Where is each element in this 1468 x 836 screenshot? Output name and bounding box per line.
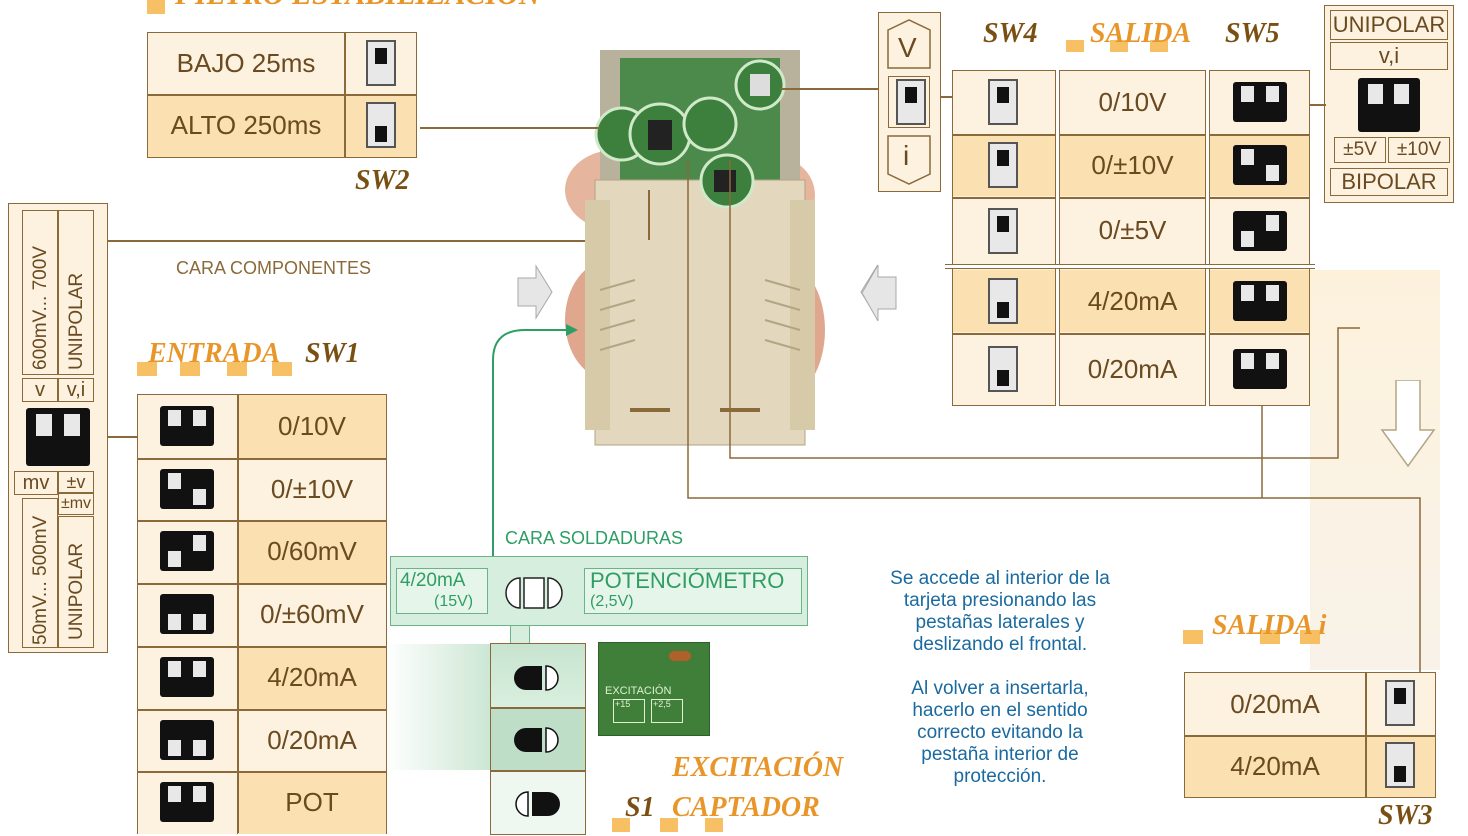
sw5-dip-switch[interactable] [1233, 145, 1287, 185]
sw1-legend-vi: v,i [58, 378, 94, 402]
sw1-label: SW1 [305, 338, 360, 369]
sw5-dip-switch[interactable] [1233, 349, 1287, 389]
entrada-row-label: POT [238, 771, 386, 834]
sw1-legend-v: v [22, 378, 58, 402]
sw4-legend-i: i [903, 140, 910, 171]
sw1-legend-pm-v: ±v [58, 471, 94, 493]
sw4-switch[interactable] [988, 208, 1018, 254]
excitacion-right-sub: (2,5V) [590, 593, 634, 610]
s1-jumper-4-20-icon [514, 665, 559, 691]
sw5-legend-bipolar: BIPOLAR [1330, 168, 1448, 196]
excitacion-left-sub: (15V) [434, 593, 474, 610]
sw1-dip-switch[interactable] [160, 594, 214, 634]
sw1-legend-bottom-left-box [22, 498, 58, 648]
sw3-label: SW3 [1378, 800, 1433, 831]
salida-row-label: 4/20mA [1060, 270, 1205, 332]
sw1-legend-pm-mv: ±mv [58, 493, 94, 515]
sw4-legend-v-shape [887, 19, 931, 69]
sw2-label: SW2 [355, 165, 410, 196]
sw5-legend-dip [1358, 78, 1420, 132]
arrow-left-icon [861, 265, 897, 321]
salida-row-label: 0/±10V [1060, 134, 1205, 196]
sw4-switch[interactable] [988, 278, 1018, 324]
s1-jumper-pot-icon [515, 791, 560, 817]
sw4-label: SW4 [983, 18, 1038, 49]
sw1-dip-switch[interactable] [160, 782, 214, 822]
sw5-legend-pm5v: ±5V [1334, 137, 1386, 163]
sw3-flow-band [1310, 270, 1440, 670]
sw1-legend-top-right-box [58, 210, 94, 375]
sw1-legend-mv: mv [14, 471, 58, 495]
cara-soldaduras-label: CARA SOLDADURAS [505, 528, 684, 548]
filtro-title: FILTRO ESTABILIZACIÓN [175, 0, 540, 12]
excitacion-title: EXCITACIÓN [672, 752, 844, 783]
sw2-switch-bajo[interactable] [366, 40, 396, 86]
excitacion-left-label: 4/20mA [400, 570, 466, 591]
sw5-legend-pm10v: ±10V [1388, 137, 1450, 163]
device-illustration [517, 50, 880, 446]
salida-row-label: 0/±5V [1060, 197, 1205, 264]
sw1-dip-switch[interactable] [160, 469, 214, 509]
excitacion-left-box [396, 568, 488, 614]
sw5-label: SW5 [1225, 18, 1280, 49]
instructions-note: Se accede al interior de la tarjeta pres… [890, 568, 1110, 787]
sw1-dip-switch[interactable] [160, 720, 214, 760]
entrada-row-label: 0/10V [238, 395, 386, 458]
entrada-row-label: 0/60mV [238, 520, 386, 583]
sw5-dip-switch[interactable] [1233, 281, 1287, 321]
sw1-legend-dip [26, 408, 90, 466]
sw5-legend-unipolar: UNIPOLAR [1330, 10, 1448, 40]
entrada-row-label: 0/±10V [238, 458, 386, 520]
salida-title: SALIDA [1090, 18, 1192, 49]
salida-i-title: SALIDA i [1212, 610, 1327, 641]
salida-row-label: 0/20mA [1060, 333, 1205, 405]
excitacion-right-box [584, 568, 802, 614]
sw4-switch[interactable] [988, 142, 1018, 188]
entrada-row-label: 0/20mA [238, 709, 386, 771]
filtro-row-alto: ALTO 250ms [148, 94, 344, 157]
s1-jumper-0-20-icon [514, 727, 559, 753]
sw4-legend-switch [888, 76, 930, 128]
sw1-legend-bottom-right-box [58, 516, 94, 648]
excitacion-jumper-icon [505, 577, 563, 609]
sw4-legend-v: V [898, 32, 917, 63]
sw3-switch-0-20[interactable] [1385, 680, 1415, 726]
sw3-switch-4-20[interactable] [1385, 742, 1415, 788]
cara-componentes-label: CARA COMPONENTES [176, 258, 372, 278]
entrada-row-label: 4/20mA [238, 646, 386, 709]
excitacion-right-label: POTENCIÓMETRO [590, 568, 785, 593]
sw5-dip-switch[interactable] [1233, 82, 1287, 122]
sw4-switch[interactable] [988, 79, 1018, 125]
salida-row-label: 0/10V [1060, 71, 1205, 133]
entrada-title: ENTRADA [148, 338, 281, 369]
s1-table [490, 643, 586, 835]
sw2-switch-alto[interactable] [366, 102, 396, 148]
salida-i-row-0-20: 0/20mA [1185, 673, 1365, 735]
sw4-legend-i-shape [887, 135, 931, 185]
arrow-down-icon [1380, 380, 1436, 468]
sw1-dip-switch[interactable] [160, 531, 214, 571]
pcb-excitacion-photo: EXCITACIÓN +15 +2,5 [598, 642, 710, 736]
entrada-row-label: 0/±60mV [238, 583, 386, 646]
sw4-switch[interactable] [988, 346, 1018, 392]
sw1-dip-switch[interactable] [160, 406, 214, 446]
sw5-dip-switch[interactable] [1233, 211, 1287, 251]
salida-i-row-4-20: 4/20mA [1185, 735, 1365, 797]
s1-label: S1 [625, 792, 655, 823]
sw1-legend-top-left-box [22, 210, 58, 375]
sw5-legend-vi: v,i [1330, 42, 1448, 70]
captador-title: CAPTADOR [672, 792, 820, 823]
filtro-row-bajo: BAJO 25ms [148, 33, 344, 94]
sw1-dip-switch[interactable] [160, 657, 214, 697]
